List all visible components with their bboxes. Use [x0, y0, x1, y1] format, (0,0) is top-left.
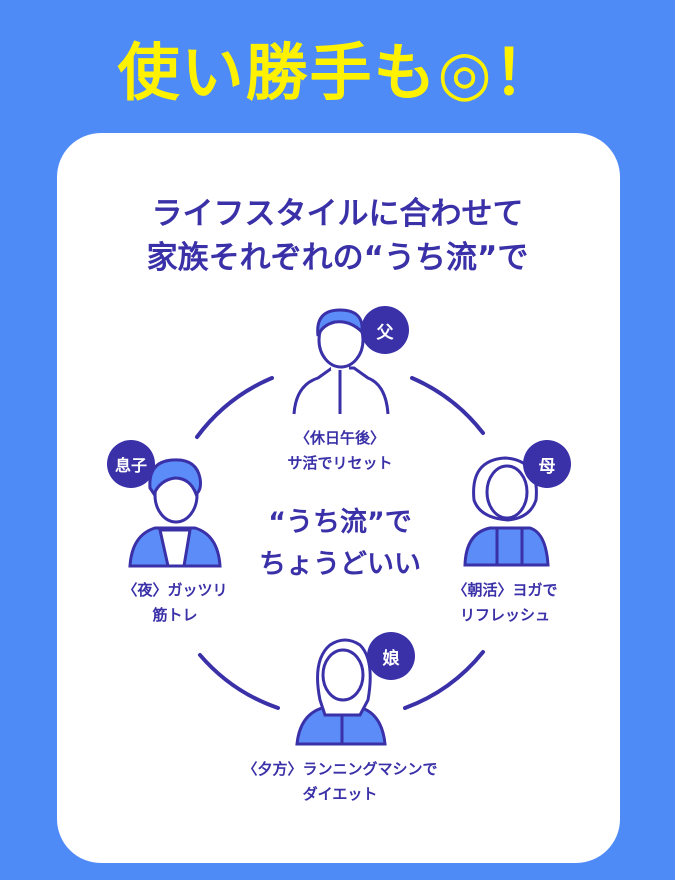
father-icon — [292, 308, 390, 415]
center-line1: “うち流”で — [268, 507, 412, 538]
center-line2: ちょうどいい — [259, 549, 421, 580]
daughter-label-line1: 〈夕方〉ランニングマシンで — [242, 760, 438, 778]
page-title: 使い勝手も◎！ — [117, 36, 558, 109]
son-label: 〈夜〉ガッツリ 筋トレ — [122, 578, 227, 628]
father-label-line1: 〈休日午後〉 — [294, 429, 386, 447]
daughter-label: 〈夕方〉ランニングマシンで ダイエット — [242, 757, 437, 807]
badge-daughter: 娘 — [367, 632, 415, 680]
heading-line-1: ライフスタイルに合わせて — [151, 196, 524, 232]
mother-label-line1: 〈朝活〉ヨガで — [452, 581, 558, 599]
mother-icon — [463, 456, 550, 567]
son-label-line1: 〈夜〉ガッツリ — [122, 581, 228, 599]
daughter-icon — [295, 638, 387, 746]
badge-father: 父 — [361, 306, 409, 354]
father-label: 〈休日午後〉 サ活でリセット — [287, 426, 392, 476]
mother-label: 〈朝活〉ヨガで リフレッシュ — [452, 578, 557, 628]
heading-line-2: 家族それぞれの“うち流”で — [146, 240, 529, 276]
son-icon — [128, 458, 222, 568]
mother-label-line2: リフレッシュ — [459, 606, 551, 624]
badge-mother: 母 — [523, 440, 571, 488]
center-message: “うち流”で ちょうどいい — [259, 502, 421, 586]
badge-son: 息子 — [107, 440, 155, 488]
son-label-line2: 筋トレ — [152, 606, 198, 624]
daughter-label-line2: ダイエット — [302, 785, 378, 803]
father-label-line2: サ活でリセット — [287, 454, 393, 472]
cycle-arcs — [195, 376, 485, 710]
